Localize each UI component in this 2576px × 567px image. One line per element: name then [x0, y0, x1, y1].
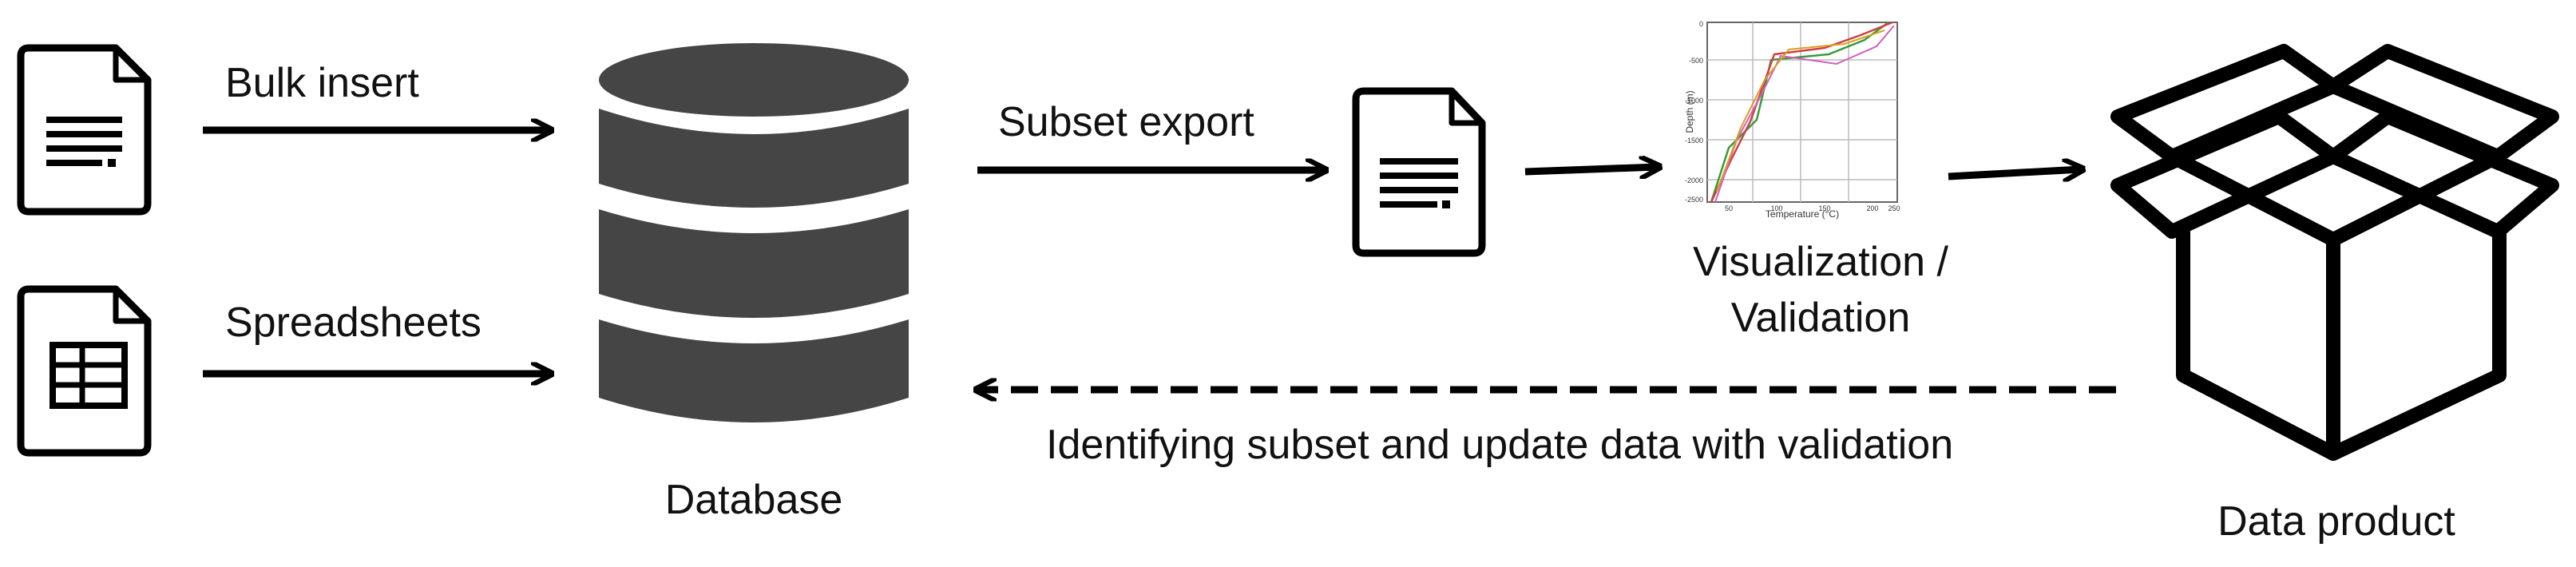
plot-xtick: 100 — [1770, 204, 1782, 212]
database-icon — [599, 43, 909, 422]
visualization-label-line2: Validation — [1730, 295, 1911, 341]
plot-xtick: 150 — [1818, 204, 1830, 212]
database-label: Database — [664, 477, 843, 523]
open-box-icon — [2110, 44, 2559, 461]
plot-ytick: 0 — [1699, 20, 1703, 28]
document-icon — [17, 44, 152, 216]
plot-xtick: 250 — [1888, 204, 1900, 212]
subset-export-label: Subset export — [998, 99, 1254, 145]
plot-ytick: -500 — [1689, 57, 1703, 65]
to-visualization-arrow — [1524, 167, 1658, 172]
bulk-insert-label: Bulk insert — [225, 60, 419, 106]
plot-xlabel: Temperature (°C) — [1766, 208, 1839, 220]
plot-ytick: -1500 — [1685, 137, 1703, 145]
plot-thumbnail-icon: Depth (m) Temperature (°C) 0 -500 -1000 … — [1684, 20, 1900, 220]
plot-xtick: 200 — [1866, 204, 1878, 212]
visualization-label-line1: Visualization / — [1693, 239, 1948, 285]
feedback-label: Identifying subset and update data with … — [1046, 422, 1954, 468]
to-data-product-arrow — [1948, 169, 2081, 176]
spreadsheet-icon — [17, 285, 152, 457]
plot-ytick: -2000 — [1685, 176, 1703, 184]
plot-ytick: -2500 — [1685, 196, 1703, 204]
plot-ylabel: Depth (m) — [1684, 90, 1695, 133]
spreadsheets-label: Spreadsheets — [225, 299, 482, 346]
data-product-label: Data product — [2217, 498, 2455, 545]
plot-xtick: 50 — [1725, 204, 1733, 212]
plot-ytick: -1000 — [1685, 97, 1703, 105]
exported-document-icon — [1352, 87, 1486, 257]
